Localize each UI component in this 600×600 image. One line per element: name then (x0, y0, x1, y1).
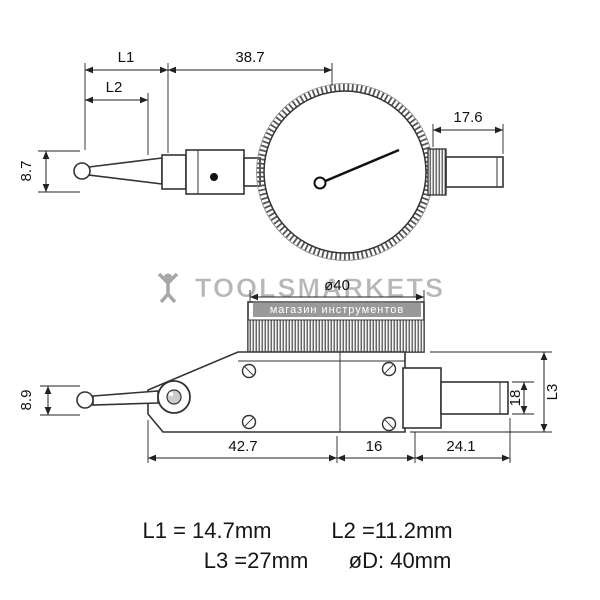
stylus-ball (73, 162, 91, 180)
dim-label-l1: L1 (118, 49, 135, 66)
indicator-housing (147, 351, 406, 433)
dim-label-stem2: 24.1 (446, 438, 475, 455)
dim-label-collar: 16 (366, 438, 383, 455)
dim-label-height2: 8.9 (18, 390, 35, 411)
stylus-ball-plan (76, 391, 94, 409)
watermark-tagline-bar (253, 301, 421, 317)
indicator-body-block (185, 149, 245, 195)
plan-view-dimensions: ø40 8.9 42.7 16 24.1 18 L3 (18, 277, 561, 463)
stem-collar (402, 367, 442, 429)
plan-view (76, 301, 509, 433)
pivot-dot (210, 173, 218, 181)
dim-label-diameter: ø40 (324, 277, 350, 294)
watermark-tagline: магазин инструментов (270, 304, 405, 316)
legend-l1: L1 = 14.7mm (142, 518, 271, 543)
stylus-arm (88, 157, 163, 185)
legend-l2: L2 =11.2mm (331, 518, 452, 543)
screw-slot (244, 366, 254, 376)
crown-knurl (427, 148, 447, 196)
dim-label-l2: L2 (106, 79, 123, 96)
stylus-clamp (161, 154, 187, 190)
legend: L1 = 14.7mm L2 =11.2mm L3 =27mm øD: 40mm (142, 518, 452, 573)
pivot-highlight (168, 391, 174, 397)
watermark: TOOLSMARKETS магазин инструментов (157, 272, 445, 317)
bezel-knurl-band (247, 319, 425, 353)
pivot-bearing-inner (166, 389, 182, 405)
watermark-logo-icon (157, 272, 179, 304)
dim-label-body-length: 42.7 (228, 438, 257, 455)
dim-label-l3: L3 (544, 384, 561, 401)
screw-slot (384, 364, 394, 374)
dim-label-stem-height: 18 (507, 390, 524, 407)
legend-l3: L3 =27mm (204, 548, 309, 573)
dim-label-height: 8.7 (18, 161, 35, 182)
spindle (445, 156, 504, 188)
needle (322, 148, 400, 184)
needle-pivot (313, 176, 327, 190)
dim-label-width: 38.7 (235, 49, 264, 66)
side-view: L1 38.7 L2 17.6 8.7 (18, 49, 504, 261)
stem-rod (440, 381, 509, 415)
screw-slot (244, 417, 254, 427)
screw-slot (384, 419, 394, 429)
watermark-brand: TOOLSMARKETS (195, 273, 445, 303)
mounting-screws (241, 361, 397, 432)
legend-diameter: øD: 40mm (349, 548, 452, 573)
dim-label-stem: 17.6 (453, 109, 482, 126)
stylus-arm-plan (92, 390, 159, 406)
